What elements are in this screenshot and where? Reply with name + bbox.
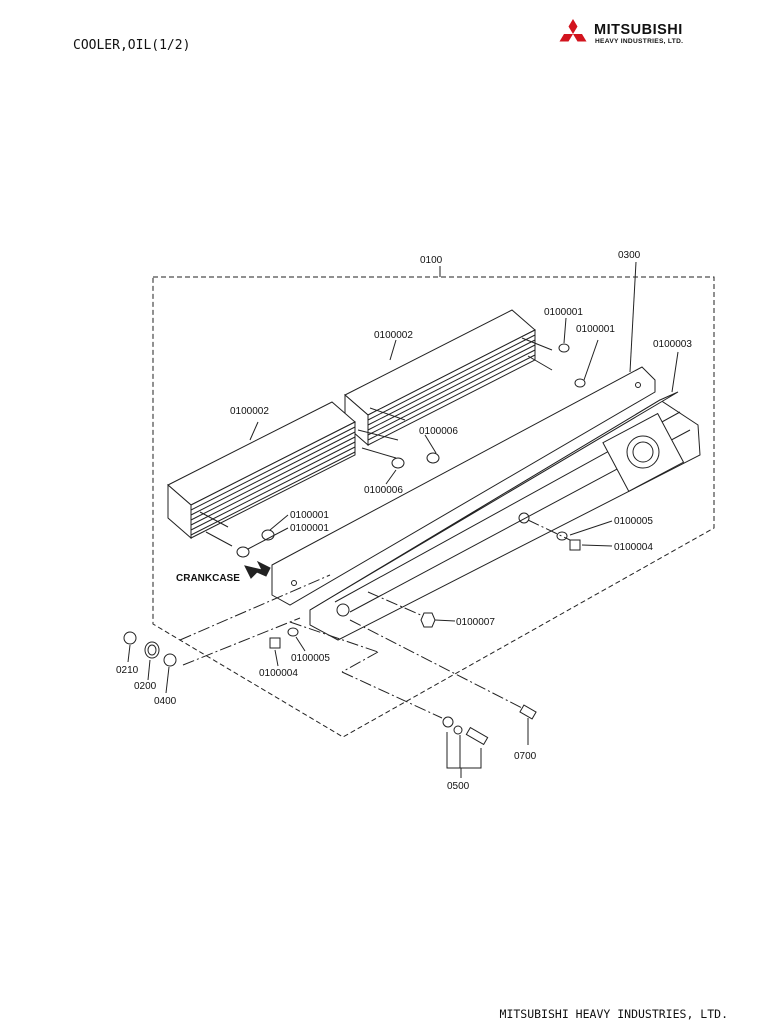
crankcase-arrow [244, 560, 271, 579]
callout-0100005-b: 0100005 [291, 653, 330, 664]
callout-0100004-b: 0100004 [259, 668, 298, 679]
assembly-boundary [152, 276, 715, 738]
callout-0100001-c: 0100001 [290, 510, 329, 521]
cooler-element-rear [344, 309, 536, 447]
brand-name: MITSUBISHI [594, 22, 683, 38]
callout-0300: 0300 [618, 250, 641, 261]
callout-0100001-a: 0100001 [544, 307, 583, 318]
callout-0100002-b: 0100002 [230, 406, 269, 417]
callout-0210: 0210 [116, 665, 139, 676]
callout-0200: 0200 [134, 681, 157, 692]
callout-0100001-d: 0100001 [290, 523, 329, 534]
callout-0100004-a: 0100004 [614, 542, 653, 553]
callout-0100001-b: 0100001 [576, 324, 615, 335]
gasket [271, 366, 656, 606]
callout-0100005-a: 0100005 [614, 516, 653, 527]
callout-0100006-b: 0100006 [364, 485, 403, 496]
callout-0100006-a: 0100006 [419, 426, 458, 437]
callout-0100002-a: 0100002 [374, 330, 413, 341]
callout-0100003: 0100003 [653, 339, 692, 350]
three-diamonds-icon [559, 19, 587, 42]
callout-0400: 0400 [154, 696, 177, 707]
callout-0500: 0500 [447, 781, 470, 792]
page-title: COOLER,OIL(1/2) [73, 38, 191, 53]
callout-0100: 0100 [420, 255, 443, 266]
callout-0100007: 0100007 [456, 617, 495, 628]
brand-logo: MITSUBISHI HEAVY INDUSTRIES, LTD. [556, 18, 736, 50]
footer-company: MITSUBISHI HEAVY INDUSTRIES, LTD. [499, 1007, 728, 1021]
crankcase-label: CRANKCASE [176, 573, 240, 584]
brand-subtitle: HEAVY INDUSTRIES, LTD. [595, 38, 684, 45]
callout-0700: 0700 [514, 751, 537, 762]
cooler-cover [309, 391, 701, 641]
cooler-element-front [167, 401, 356, 540]
